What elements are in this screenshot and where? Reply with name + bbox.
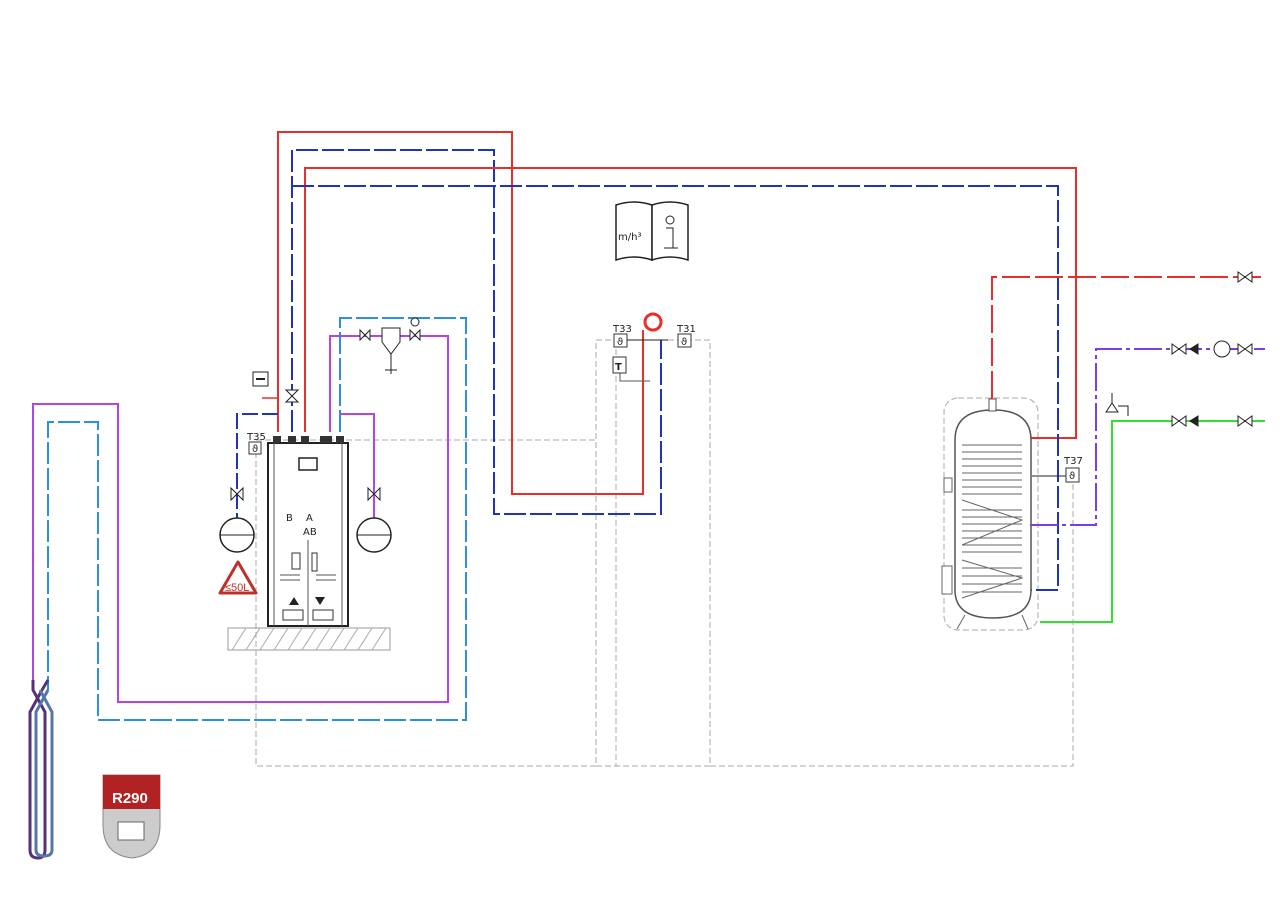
sensor-t37: T37 ϑ <box>1032 456 1083 483</box>
sensor-t33: T33 ϑ <box>612 324 668 348</box>
pipe-return-buffer <box>291 149 662 515</box>
pipe-cold-water-in <box>1040 420 1265 623</box>
sensor-t31: T31 ϑ <box>676 324 696 348</box>
pipe-hot-water-out <box>991 276 1265 399</box>
svg-text:ϑ: ϑ <box>681 337 687 348</box>
refrigerant-badge: R290 <box>102 774 161 859</box>
pipe-expansion-left <box>236 413 278 520</box>
svg-text:T31: T31 <box>676 324 696 335</box>
port-ab-label: AB <box>303 527 317 538</box>
svg-text:T33: T33 <box>612 324 632 335</box>
svg-text:≤50L: ≤50L <box>225 582 249 594</box>
port-a-label: A <box>306 513 313 524</box>
svg-text:T35: T35 <box>246 432 266 443</box>
pipe-expansion-right <box>340 413 375 520</box>
hot-water-tank <box>941 398 1032 630</box>
pipe-flow-buffer <box>277 131 644 495</box>
warning-volume-icon: ≤50L <box>218 560 258 595</box>
sensor-t35: T35 ϑ <box>246 432 266 455</box>
manual-book-icon: m/h³ <box>615 201 689 262</box>
outdoor-sensor: T <box>612 356 650 382</box>
buffer-loop-marker <box>643 312 663 332</box>
flow-meter-icon <box>252 371 269 387</box>
shutoff-valve <box>284 389 300 403</box>
brine-filter <box>359 317 421 374</box>
svg-text:T37: T37 <box>1063 456 1083 467</box>
pipe-brine-purple <box>32 335 449 703</box>
pipe-flow-tank <box>304 167 1077 439</box>
svg-text:ϑ: ϑ <box>1069 471 1075 482</box>
heat-pump-unit: B A AB <box>267 436 349 627</box>
ground-probe <box>28 679 54 860</box>
svg-text:R290: R290 <box>112 790 148 807</box>
svg-text:ϑ: ϑ <box>617 337 623 348</box>
dhw-valves <box>1105 271 1253 427</box>
floor-hatching <box>227 627 391 651</box>
pipe-return-tank <box>292 185 1059 591</box>
manual-unit-label: m/h³ <box>618 232 641 243</box>
expansion-vessel-left <box>219 486 255 553</box>
expansion-vessel-right <box>356 486 392 553</box>
svg-text:T: T <box>615 362 622 373</box>
port-b-label: B <box>286 513 293 524</box>
pipe-brine-blue <box>47 317 467 721</box>
svg-text:ϑ: ϑ <box>252 444 258 455</box>
